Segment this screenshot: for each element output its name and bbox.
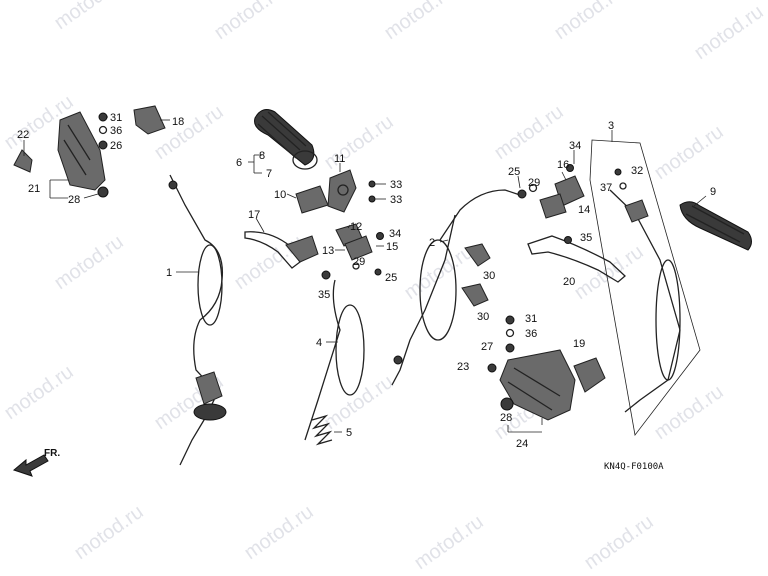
watermark: motod.ru	[0, 361, 77, 424]
watermark: motod.ru	[410, 511, 487, 574]
callout-6: 6	[236, 157, 242, 169]
callout-30b: 30	[477, 311, 489, 323]
watermark: motod.ru	[580, 511, 657, 574]
callout-31b: 31	[525, 313, 537, 325]
callout-33a: 33	[390, 179, 402, 191]
callout-37: 37	[600, 182, 612, 194]
part-20-right-lever	[527, 235, 626, 283]
callout-15: 15	[386, 241, 398, 253]
watermark: motod.ru	[150, 101, 227, 164]
part-5-spring	[311, 414, 333, 446]
callout-2: 2	[429, 237, 435, 249]
part-bolt-31-36-26	[98, 112, 108, 150]
callout-4: 4	[316, 337, 322, 349]
callout-28: 28	[68, 194, 80, 206]
watermark: motod.ru	[240, 501, 317, 564]
part-10-housing-cap	[295, 185, 329, 214]
callout-27: 27	[481, 341, 493, 353]
callout-9: 9	[710, 186, 716, 198]
part-24-right-hand-guard	[487, 315, 606, 421]
part-18-boot	[133, 105, 166, 135]
callout-32: 32	[631, 165, 643, 177]
part-30-clips	[461, 243, 491, 307]
callout-31: 31	[110, 112, 122, 124]
callout-28b: 28	[500, 412, 512, 424]
watermark: motod.ru	[570, 241, 647, 304]
watermark: motod.ru	[50, 231, 127, 294]
part-22-clip	[13, 149, 33, 173]
watermark: motod.ru	[70, 501, 147, 564]
callout-24: 24	[516, 438, 528, 450]
callout-20: 20	[563, 276, 575, 288]
callout-35b: 35	[580, 232, 592, 244]
callout-11: 11	[334, 153, 345, 165]
callout-17: 17	[248, 209, 260, 221]
part-16-14-switch	[517, 164, 585, 219]
callout-25a: 25	[385, 272, 397, 284]
callout-36b: 36	[525, 328, 537, 340]
part-33-screws	[368, 180, 386, 203]
callout-35a: 35	[318, 289, 330, 301]
callout-8: 8	[259, 150, 265, 162]
diagram-code: KN4Q-F0100A	[604, 462, 664, 472]
part-12-13-15-perch	[335, 223, 384, 276]
callout-23: 23	[457, 361, 469, 373]
callout-36: 36	[110, 125, 122, 137]
callout-1: 1	[166, 267, 172, 279]
callout-33b: 33	[390, 194, 402, 206]
watermark: motod.ru	[210, 0, 287, 44]
callout-14: 14	[578, 204, 590, 216]
watermark: motod.ru	[380, 0, 457, 44]
callout-29b: 29	[528, 177, 540, 189]
callout-3: 3	[608, 120, 614, 132]
callout-labels: 22 31 36 26 18 21 28 6 8 7 11 10 33 33 1…	[17, 112, 716, 450]
callout-12: 12	[350, 221, 362, 233]
front-direction-arrow: FR.	[12, 448, 60, 477]
watermark: motod.ru	[320, 111, 397, 174]
callout-22: 22	[17, 129, 29, 141]
part-4-cable-loop	[304, 279, 365, 441]
callout-5: 5	[346, 427, 352, 439]
watermark: motod.ru	[650, 381, 727, 444]
part-35-nut-left	[321, 270, 331, 280]
callout-18: 18	[172, 116, 184, 128]
callout-16: 16	[557, 159, 569, 171]
leader-lines	[23, 116, 707, 433]
callout-7: 7	[266, 168, 272, 180]
callout-34a: 34	[389, 228, 401, 240]
part-17-left-lever	[244, 231, 319, 269]
callout-29a: 29	[353, 256, 365, 268]
callout-34b: 34	[569, 140, 581, 152]
watermark: motod.ru	[690, 1, 767, 64]
callout-13: 13	[322, 245, 334, 257]
part-11-throttle-housing	[327, 169, 357, 213]
direction-label: FR.	[44, 448, 60, 459]
callout-19: 19	[573, 338, 585, 350]
callout-21: 21	[28, 183, 40, 195]
callout-10: 10	[274, 189, 286, 201]
callout-30a: 30	[483, 270, 495, 282]
part-left-hand-guard	[57, 111, 109, 198]
watermark: motod.ru	[490, 101, 567, 164]
part-9-right-grip	[679, 201, 752, 251]
watermark: motod.ru	[550, 0, 627, 44]
watermark: motod.ru	[650, 121, 727, 184]
watermark: motod.ru	[320, 371, 397, 434]
callout-26: 26	[110, 140, 122, 152]
part-1-clutch-cable	[168, 174, 227, 466]
watermark: motod.ru	[230, 231, 307, 294]
part-2-throttle-cable	[391, 189, 521, 386]
callout-25b: 25	[508, 166, 520, 178]
part-8-throttle-grip	[254, 109, 318, 170]
watermark: motod.ru	[50, 0, 127, 34]
part-3-brake-cable-box	[589, 139, 701, 436]
